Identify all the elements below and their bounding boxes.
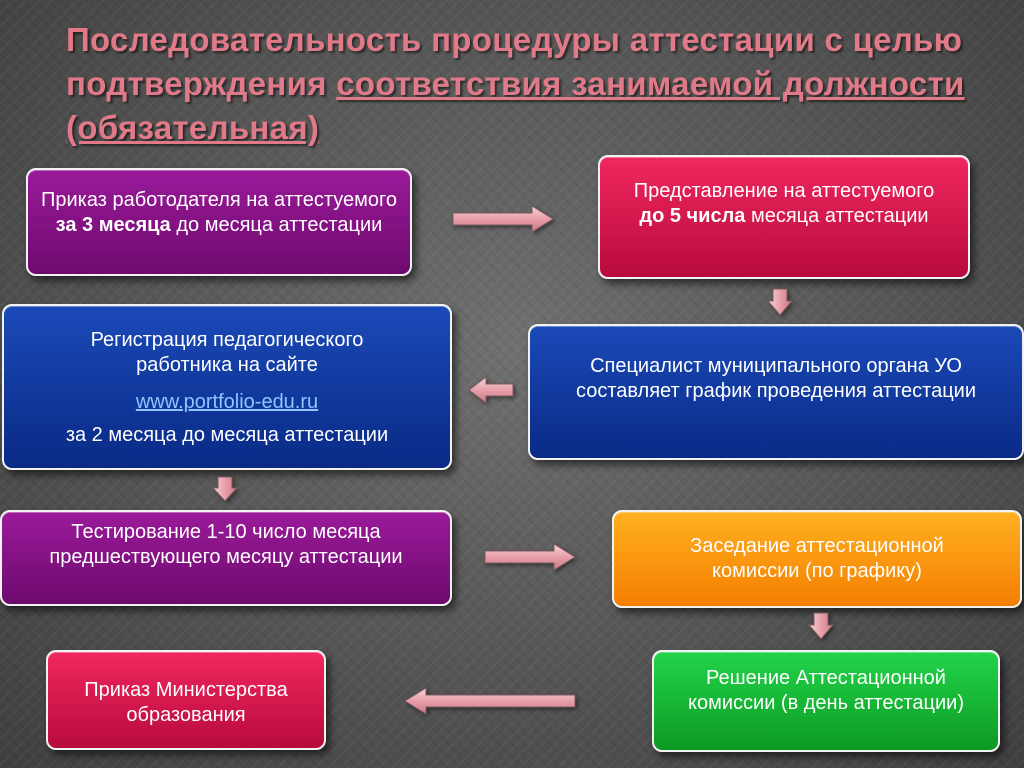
- arrow-down-icon-3: [808, 612, 834, 640]
- arrow-down-icon-1: [767, 288, 793, 316]
- step-registration-text: Регистрация педагогического работника на…: [90, 329, 364, 376]
- deadline-5th-day: до 5 числа: [639, 205, 746, 227]
- step-schedule-text: Специалист муниципального органа УО сост…: [575, 355, 977, 402]
- step-schedule: Специалист муниципального органа УО сост…: [528, 324, 1024, 460]
- step-commission-meeting-text: Заседание аттестационной комиссии (по гр…: [690, 535, 944, 582]
- arrow-right-icon-1: [452, 205, 554, 233]
- arrow-right-icon-2: [484, 543, 576, 571]
- deadline-3-months: за 3 месяца: [55, 214, 171, 236]
- step-commission-decision: Решение Аттестационной комиссии (в день …: [652, 650, 1000, 752]
- arrow-down-icon-2: [212, 476, 238, 502]
- arrow-left-icon-1: [468, 376, 514, 404]
- page-title: Последовательность процедуры аттестации …: [66, 18, 966, 150]
- step-employer-order: Приказ работодателя на аттестуемого за 3…: [26, 168, 412, 276]
- step-ministry-order-text: Приказ Министерства образования: [84, 679, 288, 726]
- step-submission: Представление на аттестуемого до 5 числа…: [598, 155, 970, 279]
- arrow-left-icon-2: [404, 687, 576, 715]
- step-employer-order-text: Приказ работодателя на аттестуемого за 3…: [40, 189, 398, 236]
- step-commission-decision-text: Решение Аттестационной комиссии (в день …: [688, 667, 964, 714]
- step-ministry-order: Приказ Министерства образования: [46, 650, 326, 750]
- portfolio-site-link[interactable]: www.portfolio-edu.ru: [135, 391, 319, 413]
- step-registration-link-wrap: www.portfolio-edu.ru: [54, 390, 400, 415]
- step-registration: Регистрация педагогического работника на…: [2, 304, 452, 470]
- title-part-1: Последовательность процедуры аттестации …: [66, 21, 963, 102]
- step-registration-deadline: за 2 месяца до месяца аттестации: [65, 424, 389, 446]
- step-submission-text: Представление на аттестуемого до 5 числа…: [633, 180, 935, 227]
- step-testing-text: Тестирование 1-10 число месяца предшеств…: [49, 521, 403, 568]
- step-testing: Тестирование 1-10 число месяца предшеств…: [0, 510, 452, 606]
- step-commission-meeting: Заседание аттестационной комиссии (по гр…: [612, 510, 1022, 608]
- title-part-2-underlined: соответствия занимаемой должности (обяза…: [66, 65, 965, 146]
